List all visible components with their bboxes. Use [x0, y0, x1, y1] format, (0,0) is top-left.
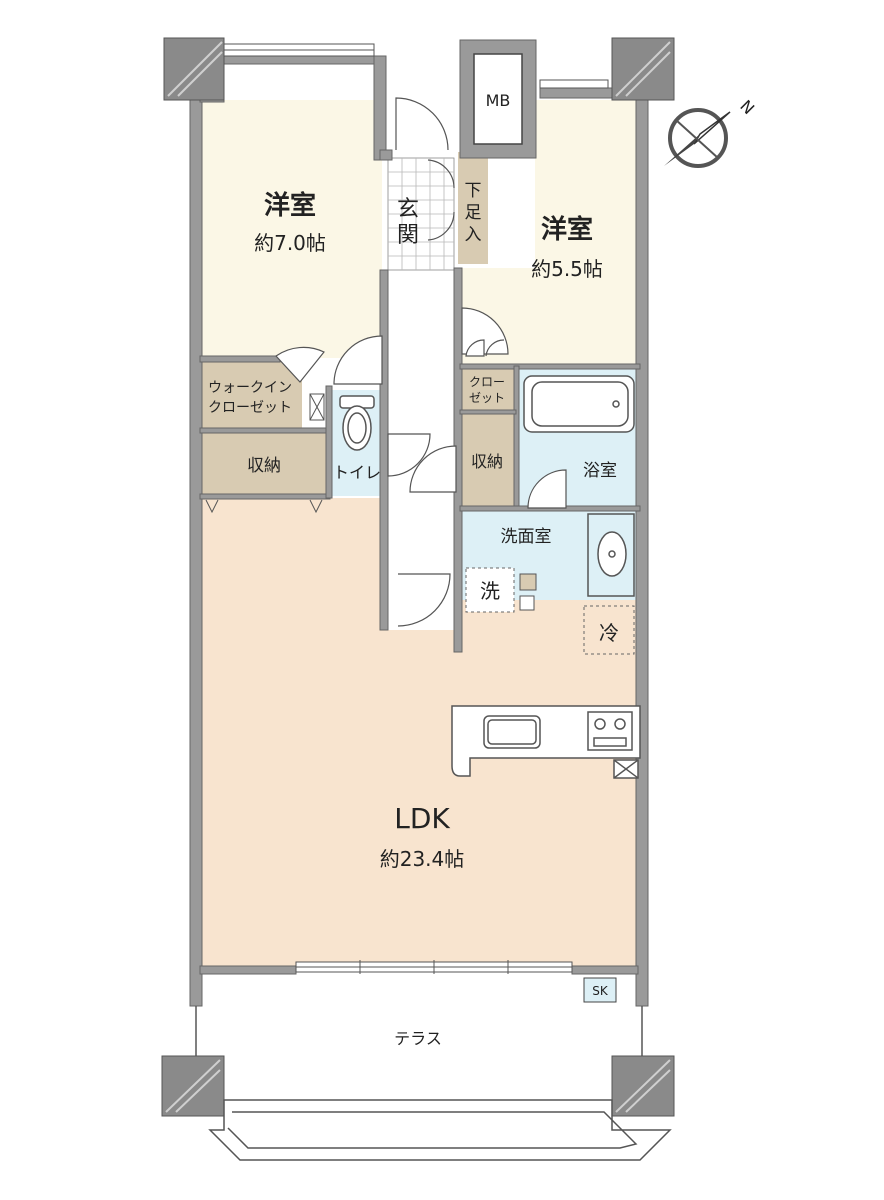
- sk-label: SK: [592, 984, 609, 998]
- western-room-a-floor: [200, 100, 382, 358]
- terrace-label: テラス: [394, 1029, 442, 1048]
- entrance-label-top: 玄: [397, 197, 419, 222]
- sk-box: [583, 977, 617, 1003]
- mb-space: [473, 53, 523, 145]
- wash-basin: [587, 513, 635, 597]
- western-room-a-area: 約7.0帖: [254, 231, 326, 255]
- walk-in-closet-floor: [200, 360, 302, 428]
- ldk-name: LDK: [394, 802, 450, 835]
- entrance-label-bottom: 関: [397, 223, 419, 248]
- toilet-bowl: [339, 395, 375, 451]
- western-room-b-name: 洋室: [541, 214, 593, 245]
- walk-in-closet-line2: クローゼット: [208, 400, 292, 416]
- washroom-label: 洗面室: [501, 527, 552, 547]
- north-label: N: [736, 96, 758, 118]
- storage-door-marks: [205, 499, 323, 514]
- closet-floor: [460, 368, 514, 410]
- terrace-outline: [195, 1006, 672, 1161]
- entrance-tile-floor: [387, 157, 455, 271]
- western-room-a-name: 洋室: [264, 190, 316, 221]
- shoe-box-floor: [458, 152, 488, 264]
- ldk-floor: [200, 498, 640, 968]
- north-arrow-icon: N: [664, 96, 758, 168]
- storage-mid-floor: [460, 414, 514, 506]
- fridge-space: [583, 605, 635, 655]
- western-room-b-area: 約5.5帖: [531, 257, 603, 281]
- washer-label: 洗: [480, 579, 500, 603]
- windows: [223, 43, 609, 974]
- mb-label: MB: [486, 91, 511, 110]
- shoe-box-char-2: 足: [465, 203, 482, 223]
- toilet-label: トイレ: [333, 463, 381, 482]
- shoe-box-char-3: 入: [465, 225, 482, 245]
- western-room-b-floor: [460, 100, 640, 366]
- faucet: [519, 573, 537, 591]
- washer-space: [465, 567, 515, 613]
- kitchen-counter: [451, 705, 641, 779]
- doors: [275, 97, 567, 627]
- walk-in-closet-line1: ウォークイン: [208, 380, 292, 396]
- closet-line1: クロー: [469, 375, 505, 389]
- closet-line2: ゼット: [469, 391, 505, 405]
- fridge-label: 冷: [599, 621, 619, 645]
- bath-label: 浴室: [583, 461, 617, 481]
- storage-left-label: 収納: [247, 456, 281, 476]
- ldk-area: 約23.4帖: [380, 847, 465, 871]
- shoe-box-char-1: 下: [465, 181, 482, 201]
- bathtub: [523, 375, 635, 433]
- storage-left-floor: [200, 432, 328, 496]
- storage-mid-label: 収納: [471, 452, 503, 471]
